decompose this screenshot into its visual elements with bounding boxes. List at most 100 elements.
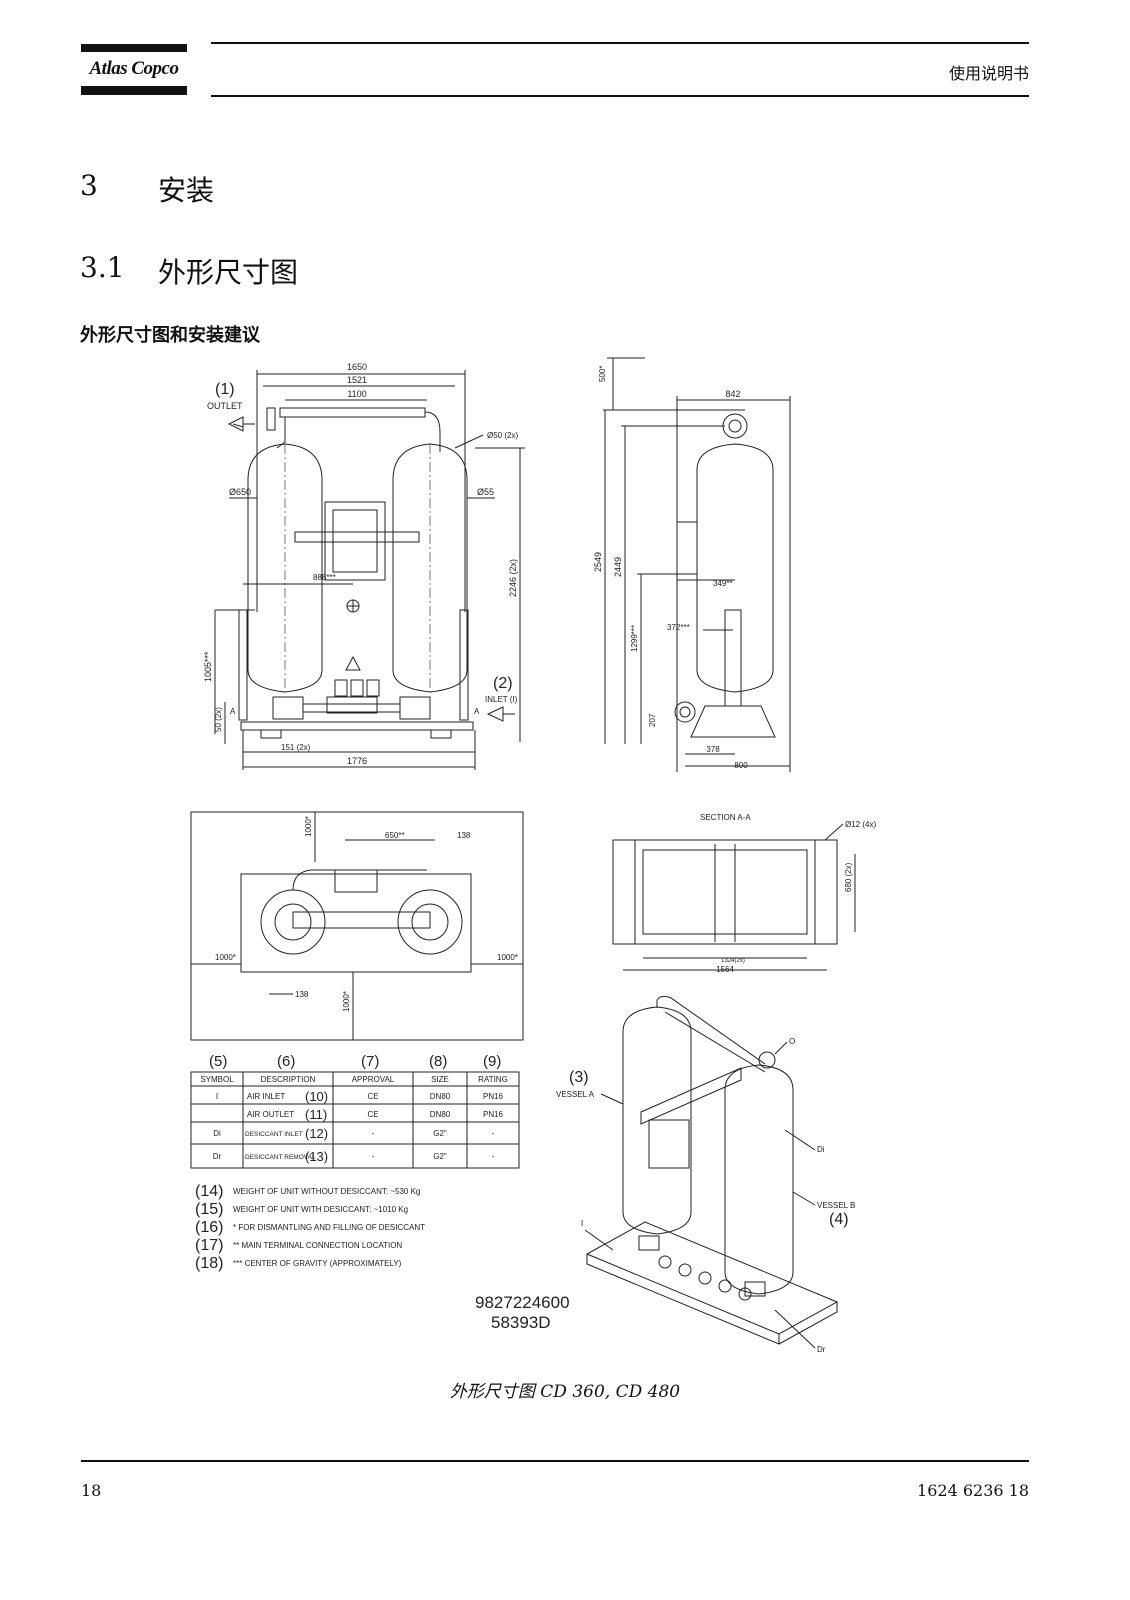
note-16-num: (16): [195, 1219, 223, 1236]
col-num-6: (6): [277, 1053, 295, 1070]
note-18-num: (18): [195, 1255, 223, 1272]
section-dim-1564: 1564: [716, 965, 734, 974]
header-rule-bottom: [211, 95, 1029, 97]
page-number: 18: [81, 1481, 102, 1500]
note-16-text: * FOR DISMANTLING AND FILLING OF DESICCA…: [233, 1223, 425, 1232]
subsection-title: 外形尺寸图: [158, 256, 299, 289]
dimension-drawing: 1650 1521 1100 (1) OUTLET Ø50 (2x) Ø650 …: [185, 352, 905, 1372]
th-description: DESCRIPTION: [261, 1075, 316, 1084]
row3-desc: DESICCANT INLET: [245, 1131, 303, 1138]
top-view: 1000* 650** 138 1000* 1000* 138 1000*: [190, 811, 524, 1041]
dim-2246: 2246 (2x): [508, 559, 518, 597]
row4-ref: (13): [305, 1149, 328, 1164]
callout-inlet: INLET (I): [485, 695, 518, 704]
section-mark-left: A: [230, 707, 236, 716]
atlas-copco-logo: Atlas Copco: [89, 58, 179, 79]
drawing-number-2: 58393D: [491, 1313, 551, 1332]
col-num-5: (5): [209, 1053, 227, 1070]
row4-symbol: Dr: [213, 1152, 222, 1161]
row1-size: DN80: [430, 1092, 451, 1101]
row3-symbol: Di: [213, 1129, 221, 1138]
doc-type-label: 使用说明书: [948, 64, 1029, 83]
dim-dia55: Ø55: [477, 487, 494, 497]
doc-number: 1624 6236 18: [917, 1481, 1029, 1500]
section-dim-1324: 1324(2x): [721, 958, 745, 964]
vessel-a-num: (3): [569, 1069, 589, 1086]
col-num-7: (7): [361, 1053, 379, 1070]
dim-50: 50 (2x): [214, 707, 223, 732]
side-view: 500* 842 2549 2449 349** 1299*** 372***: [593, 357, 791, 772]
row3-rating: -: [492, 1129, 495, 1138]
subheading: 外形尺寸图和安装建议: [80, 325, 260, 346]
th-symbol: SYMBOL: [200, 1075, 234, 1084]
dim-2449: 2449: [613, 557, 623, 577]
note-17-num: (17): [195, 1237, 223, 1254]
section-dia12: Ø12 (4x): [845, 820, 876, 829]
dim-1650: 1650: [347, 362, 367, 372]
row1-approval: CE: [367, 1092, 378, 1101]
dim-1776: 1776: [347, 756, 367, 766]
row4-desc: DESICCANT REMOVAL: [245, 1154, 316, 1161]
label-i: I: [581, 1219, 583, 1228]
drawing-number-1: 9827224600: [475, 1293, 570, 1312]
callout-inlet-num: (2): [493, 675, 513, 692]
section-view: SECTION A-A Ø12 (4x) 680 (2x) 1324(2x) 1…: [612, 813, 876, 974]
row2-size: DN80: [430, 1110, 451, 1119]
logo-bar-bottom: [81, 86, 187, 95]
dim-left-1000: 1000*: [215, 953, 236, 962]
vessel-a: VESSEL A: [556, 1090, 595, 1099]
th-approval: APPROVAL: [352, 1075, 395, 1084]
connection-table: (5) (6) (7) (8) (9) SYMBOL DESCRIPTION A…: [190, 1053, 520, 1169]
note-14-num: (14): [195, 1183, 223, 1200]
row1-rating: PN16: [483, 1092, 504, 1101]
dim-207: 207: [648, 713, 657, 727]
subsection-number: 3.1: [80, 251, 125, 284]
footer-rule: [81, 1460, 1029, 1462]
dim-650: 650**: [385, 831, 405, 840]
row2-ref: (11): [305, 1107, 327, 1122]
dim-842: 842: [725, 389, 740, 399]
row4-rating: -: [492, 1152, 495, 1161]
dim-151: 151 (2x): [281, 743, 311, 752]
section-number: 3: [80, 169, 98, 202]
row4-size: G2": [433, 1152, 447, 1161]
dim-1521: 1521: [347, 375, 367, 385]
note-18-text: *** CENTER OF GRAVITY (APPROXIMATELY): [233, 1259, 402, 1268]
section-title: SECTION A-A: [700, 813, 751, 822]
note-15-num: (15): [195, 1201, 223, 1218]
note-17-text: ** MAIN TERMINAL CONNECTION LOCATION: [233, 1241, 402, 1250]
dim-138-bottom: 138: [295, 990, 309, 999]
section-title: 安装: [158, 174, 215, 207]
dim-1005: 1005***: [203, 651, 213, 682]
front-view: 1650 1521 1100 (1) OUTLET Ø50 (2x) Ø650 …: [203, 362, 525, 770]
header-rule-top: [211, 42, 1029, 44]
dim-372: 372***: [667, 623, 690, 632]
row3-ref: (12): [305, 1126, 328, 1141]
dim-right-1000: 1000*: [497, 953, 518, 962]
vessel-b-num: (4): [829, 1211, 849, 1228]
row4-approval: -: [372, 1152, 375, 1161]
dim-bottom-1000: 1000*: [342, 991, 351, 1012]
section-mark-right: A: [474, 707, 480, 716]
note-14-text: WEIGHT OF UNIT WITHOUT DESICCANT: ~530 K…: [233, 1187, 420, 1196]
dim-dia50: Ø50 (2x): [487, 431, 518, 440]
dim-dia650: Ø650: [229, 487, 251, 497]
dim-500: 500*: [598, 366, 607, 382]
row3-approval: -: [372, 1129, 375, 1138]
row1-symbol: I: [216, 1092, 218, 1101]
dim-1299: 1299***: [630, 625, 639, 652]
label-dr: Dr: [817, 1345, 826, 1354]
iso-view: (3) VESSEL A O Di VESSEL B (4) I: [556, 995, 855, 1354]
row2-approval: CE: [367, 1110, 378, 1119]
dim-1100: 1100: [347, 389, 366, 399]
dim-top-1000: 1000*: [304, 816, 313, 837]
dim-2549: 2549: [593, 552, 603, 572]
callout-outlet: OUTLET: [207, 401, 243, 411]
th-rating: RATING: [478, 1075, 508, 1084]
dim-349: 349**: [713, 579, 733, 588]
logo-bar-top: [81, 44, 187, 52]
row2-desc: AIR OUTLET: [247, 1110, 294, 1119]
notes: (14) WEIGHT OF UNIT WITHOUT DESICCANT: ~…: [195, 1183, 425, 1272]
dim-378: 378: [706, 745, 720, 754]
row1-ref: (10): [305, 1089, 328, 1104]
